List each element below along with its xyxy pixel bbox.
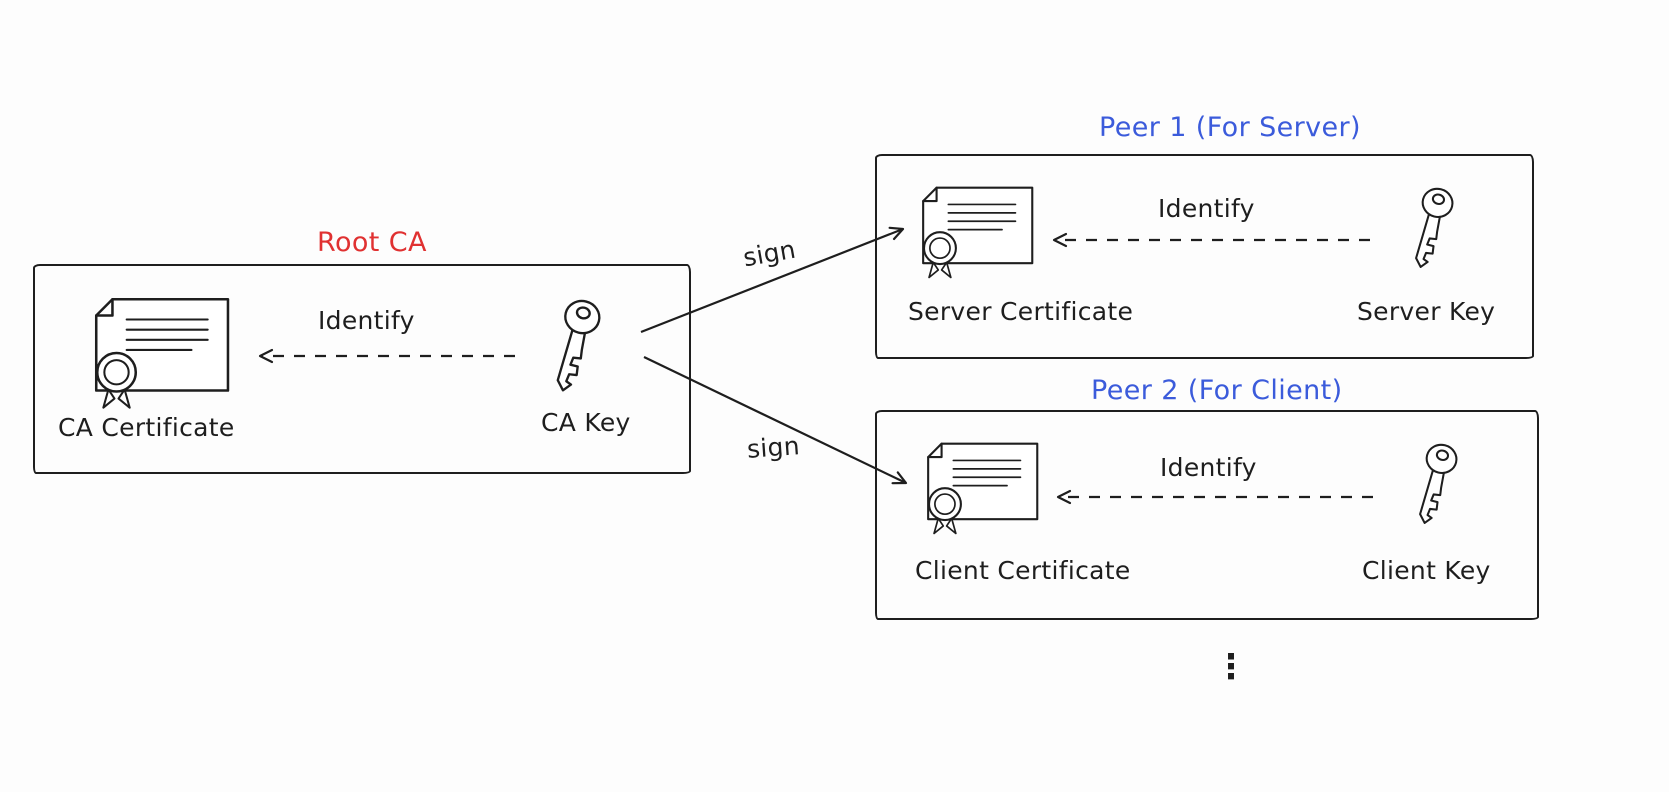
sign-label-bottom: sign <box>746 431 801 464</box>
peer1-identify-label: Identify <box>1158 194 1255 223</box>
client-key-label: Client Key <box>1362 556 1491 585</box>
server-key-label: Server Key <box>1357 297 1496 326</box>
sign-label-top: sign <box>740 234 798 273</box>
server-certificate-icon <box>908 186 1034 284</box>
root-identify-label: Identify <box>318 306 415 335</box>
ca-certificate-label: CA Certificate <box>58 413 235 442</box>
root-ca-title: Root CA <box>317 227 427 258</box>
client-certificate-label: Client Certificate <box>915 556 1131 585</box>
client-certificate-icon <box>913 442 1039 540</box>
peer2-identify-label: Identify <box>1160 453 1257 482</box>
more-peers-ellipsis: ⋮ <box>1214 647 1248 687</box>
peer2-title: Peer 2 (For Client) <box>1091 375 1343 406</box>
peer2-box <box>875 410 1539 620</box>
ca-certificate-icon <box>78 297 230 415</box>
ca-key-label: CA Key <box>541 408 631 437</box>
server-certificate-label: Server Certificate <box>908 297 1134 326</box>
peer1-title: Peer 1 (For Server) <box>1099 112 1361 143</box>
